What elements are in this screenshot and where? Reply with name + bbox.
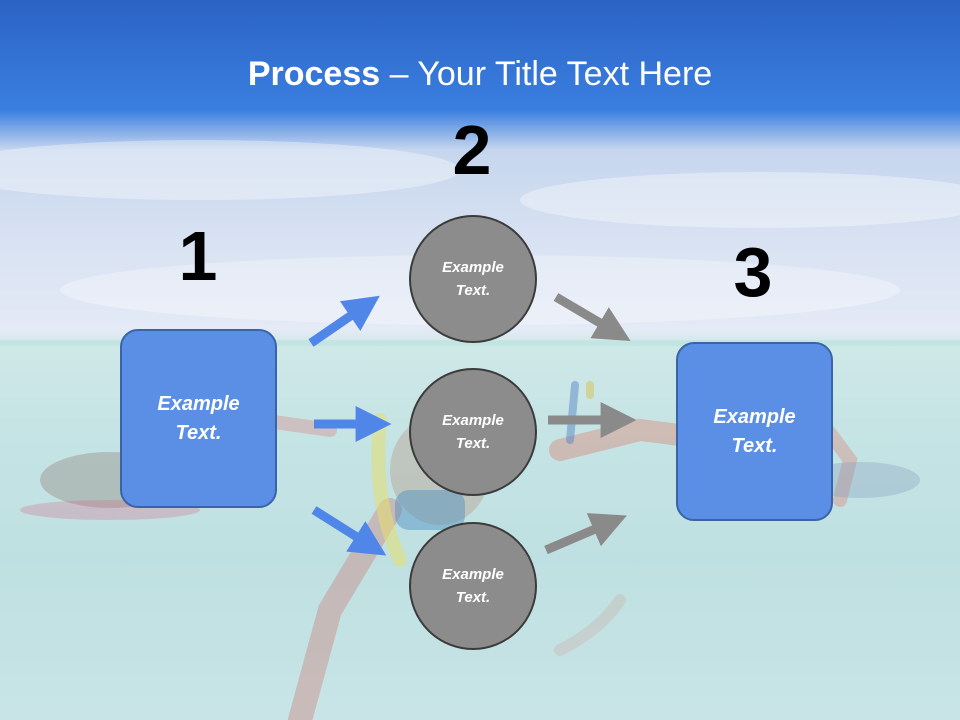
gray-arrow-up <box>544 513 627 555</box>
circle-top-text: Example Text. <box>442 259 504 299</box>
step-2-circle-bottom: Example Text. <box>409 522 537 650</box>
step-3-box: Example Text. <box>676 342 833 521</box>
blue-arrow-down <box>311 506 387 556</box>
step-1-box: Example Text. <box>120 329 277 508</box>
circle-middle-text: Example Text. <box>442 412 504 452</box>
step-number-3: 3 <box>733 233 773 311</box>
circle-bottom-text: Example Text. <box>442 566 504 606</box>
step-number-2: 2 <box>452 111 492 189</box>
title-rest: – Your Title Text Here <box>380 55 713 93</box>
gray-arrow-down <box>553 293 631 341</box>
blue-arrow-up <box>308 295 380 347</box>
title-bold: Process <box>247 55 381 93</box>
step-2-circle-top: Example Text. <box>409 215 537 343</box>
step-number-1: 1 <box>178 217 218 295</box>
step-1-box-text: Example Text. <box>157 392 240 444</box>
slide-title: Process – Your Title Text Here <box>0 52 960 96</box>
step-3-box-text: Example Text. <box>713 405 796 457</box>
step-2-circle-middle: Example Text. <box>409 368 537 496</box>
